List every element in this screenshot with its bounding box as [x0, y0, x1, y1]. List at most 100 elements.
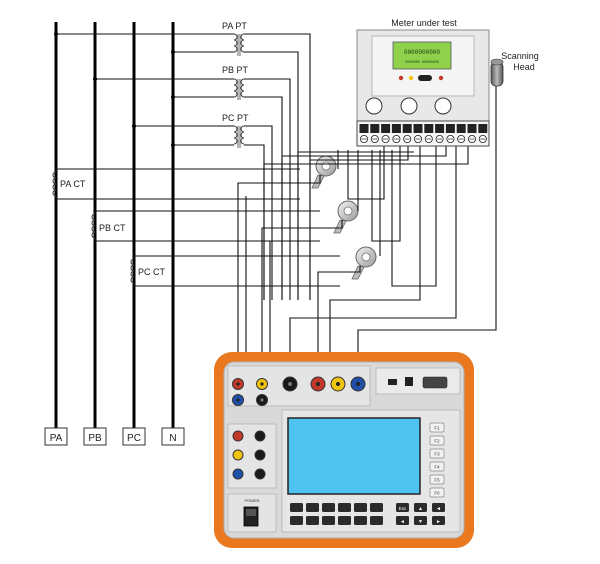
terminal-screw [467, 124, 477, 143]
up-arrow-key[interactable] [414, 503, 427, 512]
instrument-screen[interactable] [287, 417, 421, 495]
terminal-screw [402, 124, 412, 143]
terminal-screw [435, 124, 445, 143]
terminal-pb-label: PB [88, 433, 102, 444]
terminal-screw [445, 124, 455, 143]
keypad-key[interactable] [370, 516, 383, 525]
keypad-key[interactable] [338, 516, 351, 525]
left-arrow-key[interactable] [396, 516, 409, 525]
terminal-screw [424, 124, 434, 143]
meter-under-test: Meter under test 0000000000 0000000 0000… [356, 18, 490, 147]
meter-led-yellow [408, 75, 414, 81]
function-key-label: F6 [434, 491, 440, 496]
pb-pt-label: PB PT [222, 65, 249, 75]
terminal-n: N [161, 427, 185, 446]
meter-optical-port [418, 75, 432, 81]
meter-display-line1: 0000000000 [404, 49, 440, 56]
pc-pt-coil [233, 125, 245, 148]
keypad-key[interactable] [354, 503, 367, 512]
terminal-pc-label: PC [127, 433, 141, 444]
keypad-key[interactable] [338, 503, 351, 512]
keypad-key[interactable] [354, 516, 367, 525]
right-arrow-key[interactable] [432, 516, 445, 525]
function-key-label: F3 [434, 452, 440, 457]
terminal-screw [391, 124, 401, 143]
current-jack-a-out[interactable] [254, 430, 266, 442]
terminal-screw [478, 124, 488, 143]
up-arrow-icon: ▲ [418, 506, 423, 512]
function-key-label: F2 [434, 439, 440, 444]
phase-bus-lines [54, 22, 175, 428]
function-key-label: F5 [434, 478, 440, 483]
rs232-port[interactable] [422, 376, 448, 389]
pt-secondary-wires [244, 33, 311, 300]
terminal-screws [359, 124, 488, 143]
pa-ct-label: PA CT [60, 179, 86, 189]
keypad-key[interactable] [306, 516, 319, 525]
terminal-pc: PC [122, 427, 146, 446]
top-jacks [232, 376, 366, 406]
function-key-f3[interactable]: F3 [429, 448, 445, 459]
scanning-head: Scanning Head [490, 51, 539, 87]
terminal-screw [456, 124, 466, 143]
keypad-key[interactable] [322, 503, 335, 512]
clamp-ct-c [351, 246, 377, 280]
function-key-f1[interactable]: F1 [429, 422, 445, 433]
scanning-head-sensor [490, 61, 504, 87]
keypad-key[interactable] [306, 503, 319, 512]
current-jack-b-out[interactable] [254, 449, 266, 461]
left-arrow-icon: ◄ [400, 519, 405, 525]
pb-ct-label: PB CT [99, 223, 126, 233]
usb-port[interactable] [388, 379, 397, 385]
scanning-head-label-1: Scanning [501, 51, 539, 61]
keypad-key[interactable] [322, 516, 335, 525]
function-key-f6[interactable]: F6 [429, 487, 445, 498]
meter-display [392, 41, 452, 70]
meter-display-line2: 0000000 00000000 [405, 61, 439, 65]
function-key-f4[interactable]: F4 [429, 461, 445, 472]
pt-primary-wires [54, 32, 234, 147]
dc-port[interactable] [405, 377, 413, 386]
current-jacks [232, 430, 266, 480]
pa-pt-coil [233, 33, 245, 56]
power-label: POWER [244, 498, 259, 503]
function-key-label: F1 [434, 426, 440, 431]
current-jack-c-out[interactable] [254, 468, 266, 480]
function-key-f2[interactable]: F2 [429, 435, 445, 446]
scanning-head-label-2: Head [513, 62, 535, 72]
terminal-pa: PA [44, 427, 68, 446]
pc-pt-label: PC PT [222, 113, 249, 123]
terminal-pb: PB [83, 427, 107, 446]
meter-led-red [398, 75, 404, 81]
terminal-screw [381, 124, 391, 143]
potential-transformers: PA PT PB PT PC PT [222, 21, 249, 148]
terminal-n-label: N [169, 433, 176, 444]
clamp-ct-sensors [311, 155, 377, 280]
esc-key[interactable] [396, 503, 409, 512]
pa-pt-label: PA PT [222, 21, 247, 31]
pc-ct-label: PC CT [138, 267, 166, 277]
down-arrow-icon: ▼ [418, 519, 423, 525]
current-jack-a-in[interactable] [232, 430, 244, 442]
current-jack-c-in[interactable] [232, 468, 244, 480]
clamp-ct-a [311, 155, 337, 189]
terminal-screw [359, 124, 369, 143]
terminal-screw [370, 124, 380, 143]
meter-led-red-2 [438, 75, 444, 81]
meter-title: Meter under test [391, 18, 457, 28]
down-arrow-key[interactable] [414, 516, 427, 525]
current-transformers: PA CT PB CT PC CT [52, 168, 340, 287]
current-jack-b-in[interactable] [232, 449, 244, 461]
keypad-key[interactable] [290, 516, 303, 525]
function-key-label: F4 [434, 465, 440, 470]
pb-pt-coil [233, 78, 245, 100]
function-key-f5[interactable]: F5 [429, 474, 445, 485]
back-arrow-icon: ◄ [436, 506, 441, 512]
keypad-key[interactable] [370, 503, 383, 512]
keypad-key[interactable] [290, 503, 303, 512]
terminal-pa-label: PA [50, 433, 63, 444]
pc-ct-coil [130, 258, 135, 284]
back-key[interactable] [432, 503, 445, 512]
